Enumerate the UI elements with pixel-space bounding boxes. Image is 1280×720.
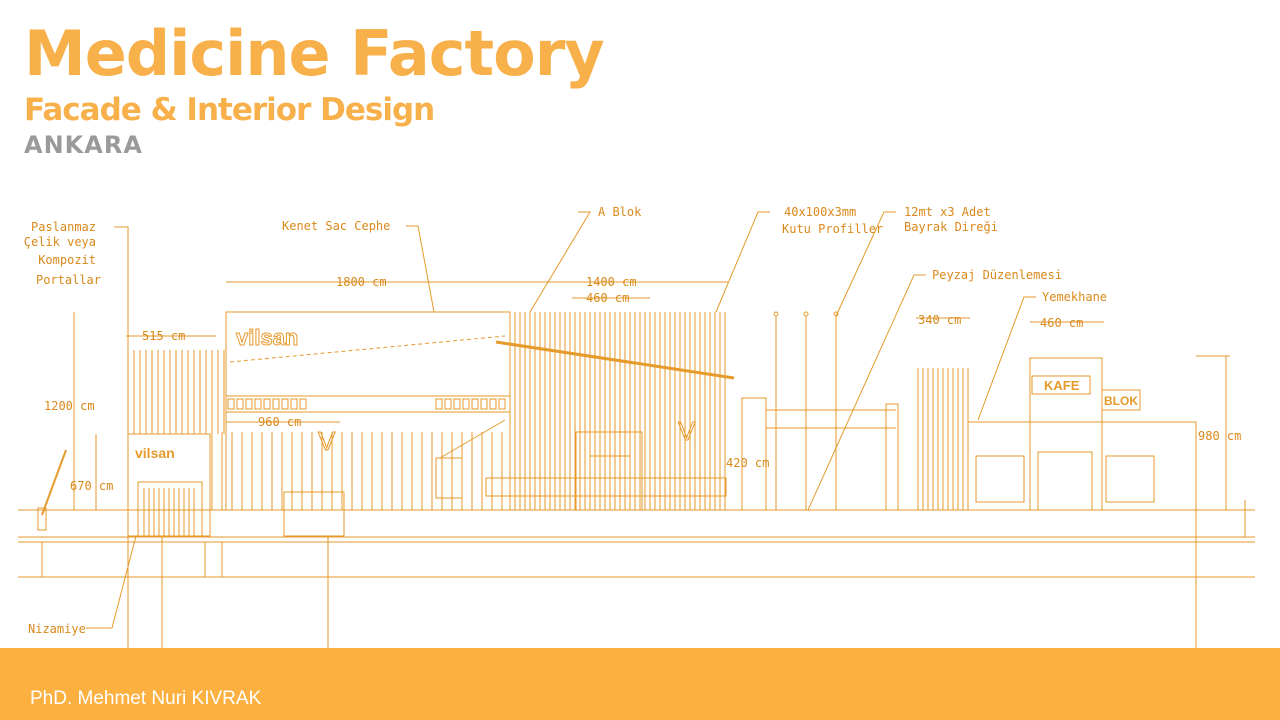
dim-460a: 460 cm bbox=[586, 291, 629, 305]
yemekhane-door bbox=[1037, 451, 1093, 511]
dim-670: 670 cm bbox=[70, 479, 113, 493]
leader-kenet bbox=[406, 225, 435, 313]
label-kenet-sac-cephe: Kenet Sac Cephe bbox=[282, 219, 390, 233]
label-kutu-1: 40x100x3mm bbox=[784, 205, 856, 219]
label-a-blok: A Blok bbox=[598, 205, 642, 219]
footer-band bbox=[0, 648, 1280, 720]
window-pane bbox=[245, 398, 253, 410]
label-paslanmaz-1: Paslanmaz bbox=[31, 220, 96, 234]
window-pane bbox=[462, 398, 470, 410]
window-pane bbox=[290, 398, 298, 410]
label-kutu-2: Kutu Profiller bbox=[782, 222, 883, 236]
window-pane bbox=[263, 398, 271, 410]
window-pane bbox=[272, 398, 280, 410]
dim-1200: 1200 cm bbox=[44, 399, 95, 413]
barrier-arm bbox=[41, 449, 67, 516]
dim-340: 340 cm bbox=[918, 313, 961, 327]
window-band bbox=[227, 398, 506, 410]
yemekhane-window-2 bbox=[1105, 455, 1155, 503]
leader-peyzaj bbox=[807, 274, 926, 511]
label-paslanmaz-4: Portallar bbox=[36, 273, 101, 287]
gatehouse-door bbox=[137, 481, 203, 537]
label-bayrak-1: 12mt x3 Adet bbox=[904, 205, 991, 219]
window-pane bbox=[299, 398, 307, 410]
leader-paslanmaz bbox=[114, 226, 129, 650]
label-bayrak-2: Bayrak Direği bbox=[904, 220, 998, 234]
window-pane bbox=[444, 398, 452, 410]
dim-420: 420 cm bbox=[726, 456, 769, 470]
v-logo-left: V bbox=[318, 426, 336, 456]
leader-kutu bbox=[715, 211, 770, 313]
blok-sign: BLOK bbox=[1104, 394, 1138, 408]
canopy-beam bbox=[495, 340, 735, 380]
gate-brand-sign: vilsan bbox=[135, 445, 175, 461]
dim-980: 980 cm bbox=[1198, 429, 1241, 443]
barrier-post bbox=[37, 507, 47, 531]
leader-yemekhane bbox=[977, 296, 1036, 421]
dim-960: 960 cm bbox=[258, 415, 301, 429]
page-title: Medicine Factory bbox=[24, 17, 605, 90]
dim-515: 515 cm bbox=[142, 329, 185, 343]
main-brand-sign: vilsan bbox=[236, 325, 298, 350]
main-entrance-left bbox=[283, 491, 345, 537]
kafe-sign: KAFE bbox=[1044, 378, 1080, 393]
window-pane bbox=[489, 398, 497, 410]
window-pane bbox=[453, 398, 461, 410]
window-pane bbox=[254, 398, 262, 410]
window-pane bbox=[498, 398, 506, 410]
gate-slats bbox=[143, 488, 195, 536]
window-pane bbox=[480, 398, 488, 410]
v-logo-right: V bbox=[678, 416, 696, 446]
label-yemekhane: Yemekhane bbox=[1042, 290, 1107, 304]
label-peyzaj: Peyzaj Düzenlemesi bbox=[932, 268, 1062, 282]
a-blok-entrance bbox=[575, 431, 643, 511]
yemekhane-slats bbox=[917, 368, 969, 510]
leader-ablok bbox=[529, 211, 591, 313]
dim-1800: 1800 cm bbox=[336, 275, 387, 289]
window-pane bbox=[281, 398, 289, 410]
dim-1400: 1400 cm bbox=[586, 275, 637, 289]
planter-band bbox=[485, 477, 727, 497]
author-name: PhD. Mehmet Nuri KIVRAK bbox=[30, 688, 262, 709]
leader-nizamiye bbox=[86, 535, 137, 629]
dim-460b: 460 cm bbox=[1040, 316, 1083, 330]
yemekhane-window-1 bbox=[975, 455, 1025, 503]
label-paslanmaz-2: Çelik veya bbox=[24, 235, 96, 249]
window-pane bbox=[227, 398, 235, 410]
window-pane bbox=[435, 398, 443, 410]
page-subtitle: Facade & Interior Design bbox=[24, 92, 435, 128]
label-paslanmaz-3: Kompozit bbox=[38, 253, 96, 267]
leader-bayrak bbox=[835, 211, 896, 317]
yemekhane-building bbox=[967, 421, 1197, 511]
label-nizamiye: Nizamiye bbox=[28, 622, 86, 636]
window-pane bbox=[471, 398, 479, 410]
facade-elevation-drawing: vilsan vilsan V V bbox=[18, 205, 1255, 650]
window-pane bbox=[236, 398, 244, 410]
portal-slats bbox=[133, 350, 225, 434]
a-blok-facade-slats bbox=[509, 312, 726, 510]
city-label: ANKARA bbox=[24, 131, 143, 159]
